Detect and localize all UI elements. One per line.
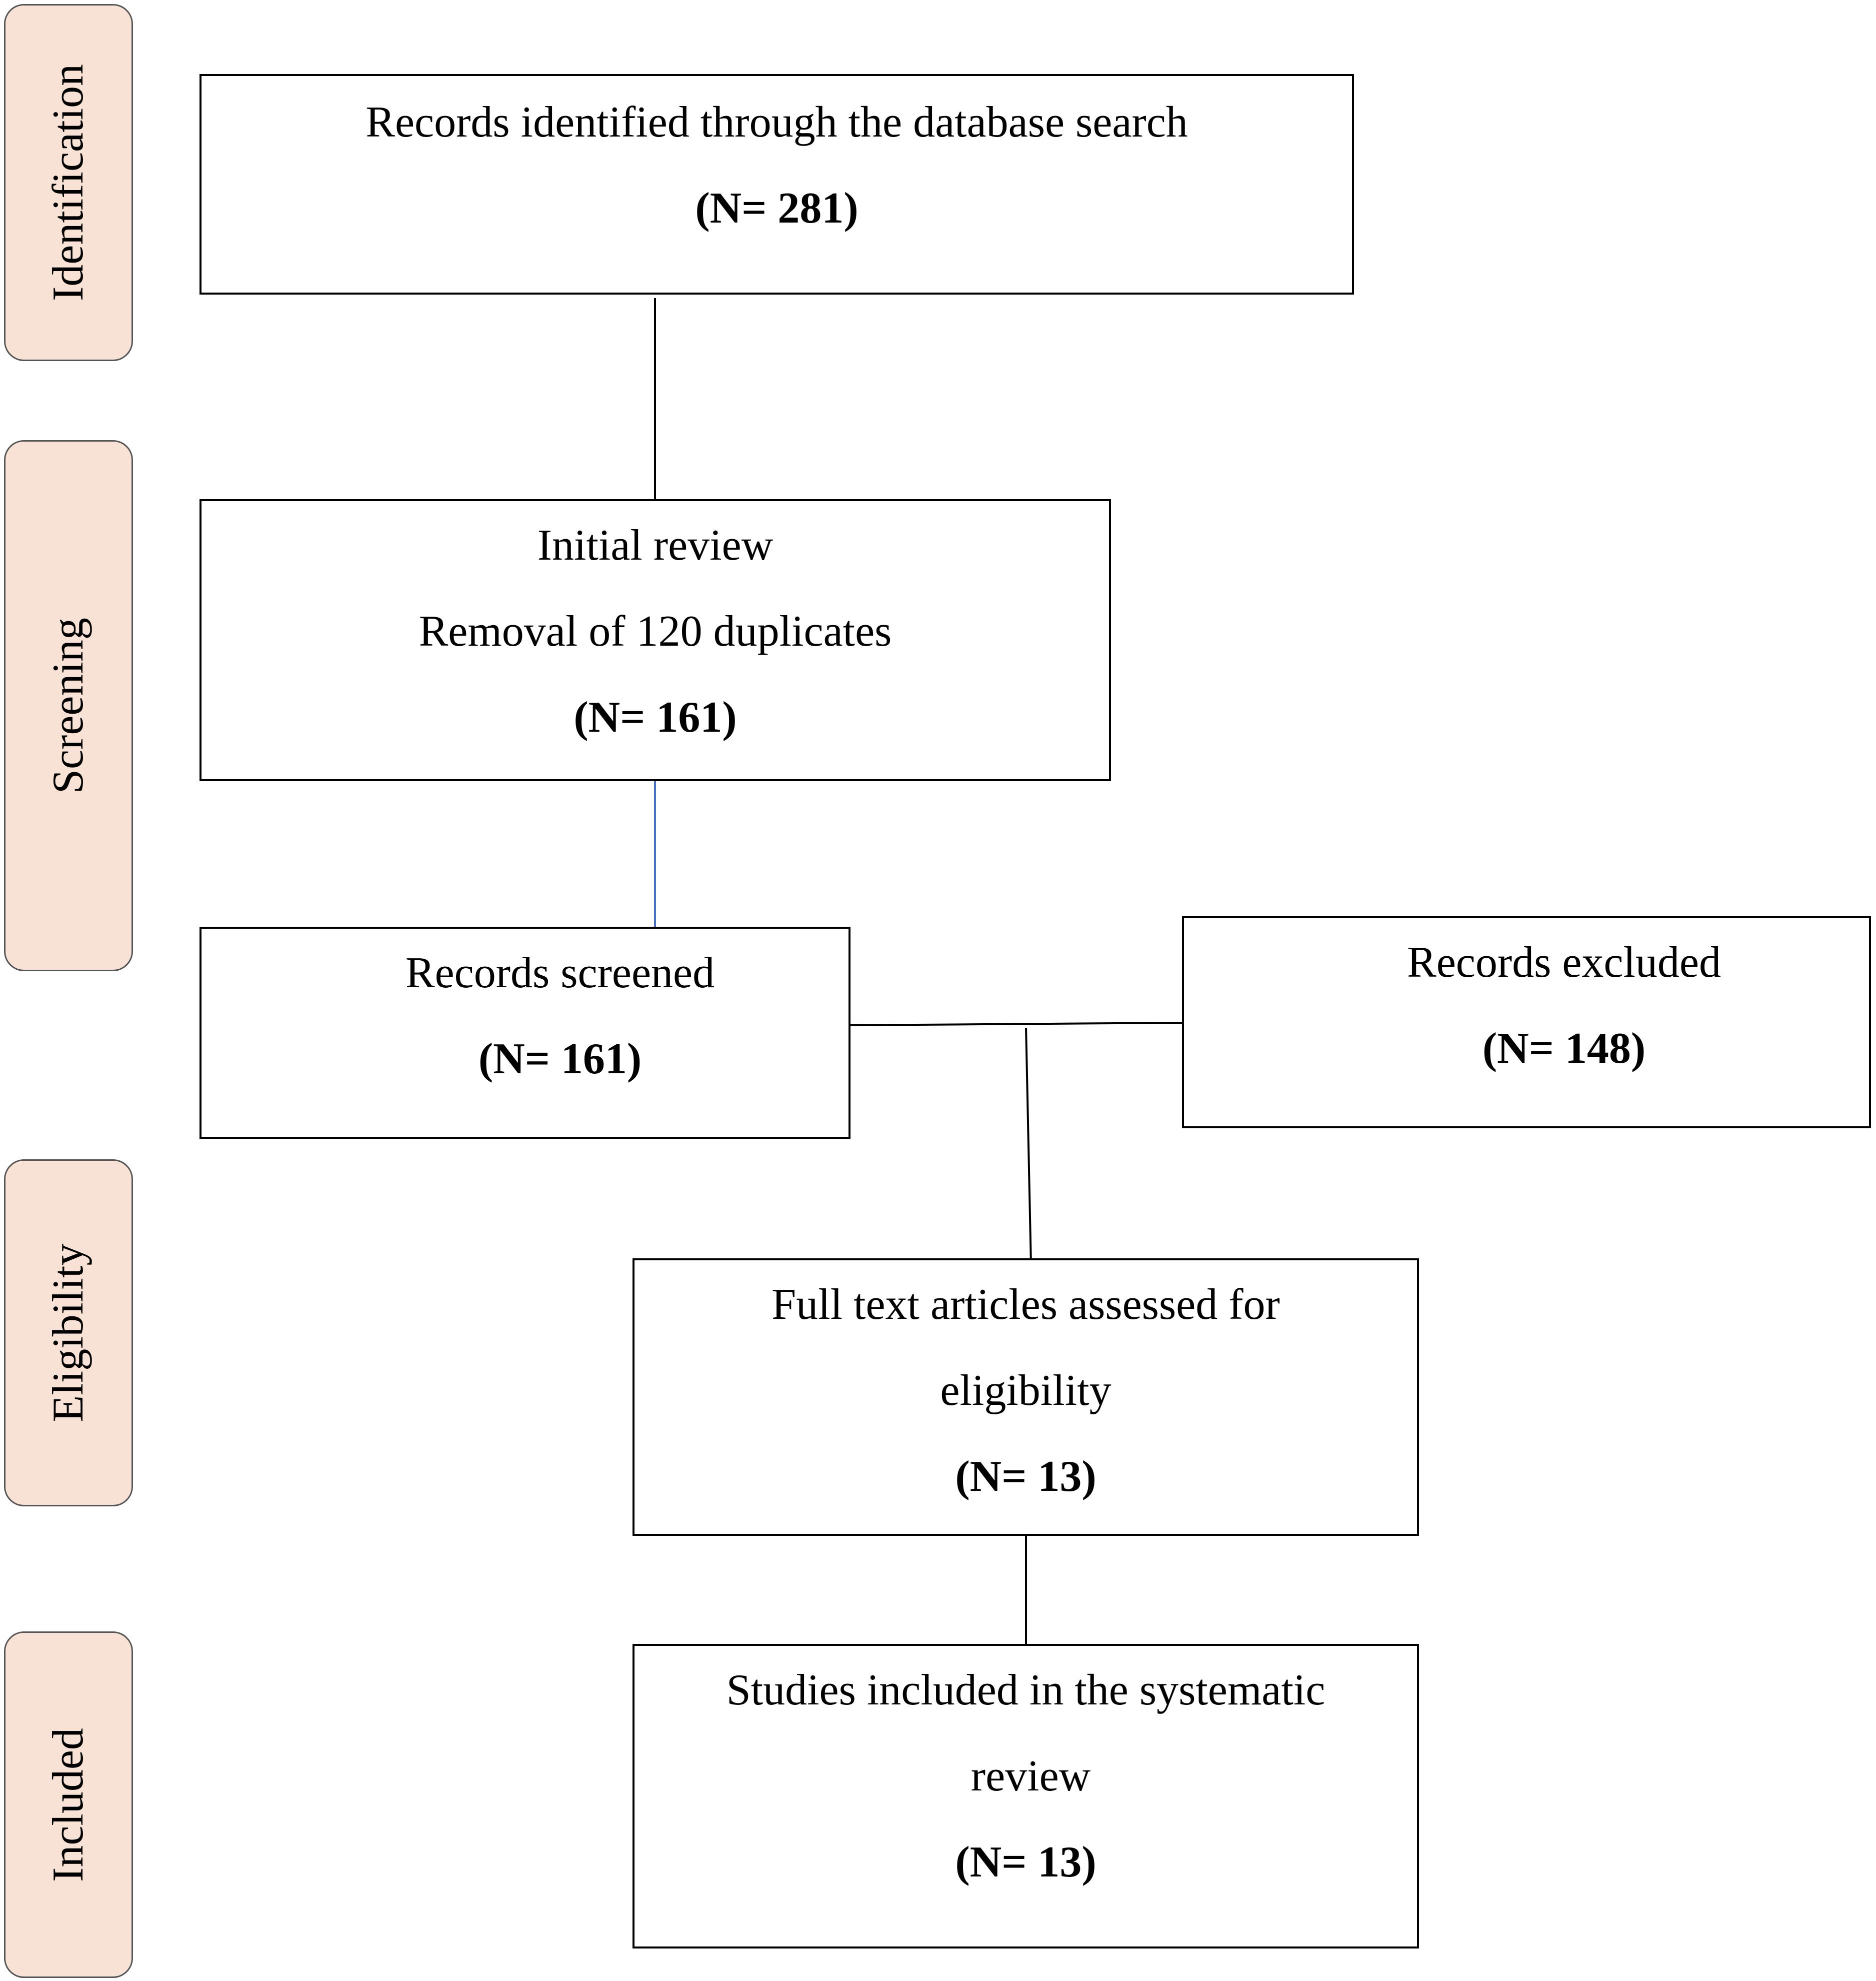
box-records-excluded: Records excluded (N= 148) bbox=[1182, 916, 1871, 1128]
connector-screened-to-excluded bbox=[850, 1022, 1184, 1026]
box-full-text-assessed: Full text articles assessed for eligibil… bbox=[632, 1258, 1419, 1536]
connector-to-eligibility bbox=[1025, 1027, 1032, 1265]
box-studies-included-count: (N= 13) bbox=[955, 1838, 1096, 1886]
box-studies-included: Studies included in the systematic revie… bbox=[632, 1644, 1419, 1948]
box-full-text-assessed-text-1: Full text articles assessed for bbox=[772, 1280, 1280, 1329]
box-studies-included-text-1: Studies included in the systematic bbox=[726, 1666, 1326, 1714]
box-records-screened-count: (N= 161) bbox=[478, 1035, 642, 1083]
box-initial-review: Initial review Removal of 120 duplicates… bbox=[200, 499, 1111, 781]
box-initial-review-count: (N= 161) bbox=[574, 693, 737, 742]
box-records-identified: Records identified through the database … bbox=[200, 74, 1354, 295]
box-records-screened: Records screened (N= 161) bbox=[200, 927, 850, 1139]
box-records-identified-text: Records identified through the database … bbox=[366, 98, 1188, 147]
box-records-excluded-text: Records excluded bbox=[1407, 938, 1721, 987]
box-records-screened-text: Records screened bbox=[405, 949, 715, 997]
phase-included: Included bbox=[4, 1631, 133, 1978]
box-full-text-assessed-text-2: eligibility bbox=[940, 1366, 1112, 1415]
phase-eligibility: Eligibility bbox=[4, 1159, 133, 1506]
box-initial-review-text: Initial review bbox=[537, 521, 774, 570]
box-full-text-assessed-count: (N= 13) bbox=[955, 1452, 1096, 1501]
box-records-identified-count: (N= 281) bbox=[695, 184, 858, 233]
box-studies-included-text-2: review bbox=[970, 1752, 1091, 1800]
phase-identification: Identification bbox=[4, 4, 133, 361]
phase-screening: Screening bbox=[4, 440, 133, 971]
box-initial-review-subtext: Removal of 120 duplicates bbox=[418, 607, 892, 656]
box-records-excluded-count: (N= 148) bbox=[1482, 1024, 1646, 1073]
